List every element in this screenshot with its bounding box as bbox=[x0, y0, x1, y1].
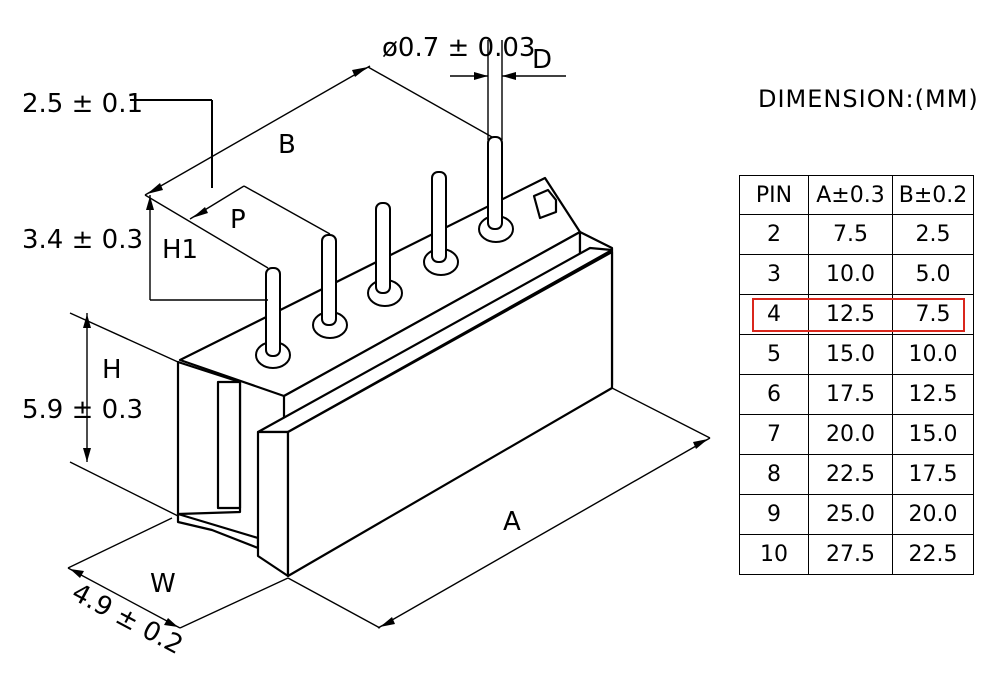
cell-b: 20.0 bbox=[892, 494, 974, 535]
cell-pin: 8 bbox=[739, 454, 809, 495]
cell-b: 15.0 bbox=[892, 414, 974, 455]
cell-b: 2.5 bbox=[892, 214, 974, 255]
cell-a: 20.0 bbox=[808, 414, 893, 455]
p-label: P bbox=[230, 205, 246, 235]
cell-pin: 5 bbox=[739, 334, 809, 375]
cell-pin: 3 bbox=[739, 254, 809, 295]
front-wall-face bbox=[256, 430, 290, 578]
cell-pin: 10 bbox=[739, 534, 809, 575]
cell-b: 7.5 bbox=[892, 294, 974, 335]
cell-b: 5.0 bbox=[892, 254, 974, 295]
cell-a: 7.5 bbox=[808, 214, 893, 255]
cell-b: 12.5 bbox=[892, 374, 974, 415]
table-header-row: PIN A±0.3 B±0.2 bbox=[739, 175, 974, 215]
pin bbox=[265, 267, 281, 357]
cell-a: 15.0 bbox=[808, 334, 893, 375]
cell-a: 17.5 bbox=[808, 374, 893, 415]
header-pin: PIN bbox=[739, 175, 809, 215]
cell-pin: 6 bbox=[739, 374, 809, 415]
dimension-lines bbox=[67, 40, 711, 629]
cell-b: 10.0 bbox=[892, 334, 974, 375]
h1-label: H1 bbox=[162, 235, 198, 265]
h1-tolerance-label: 3.4 ± 0.3 bbox=[22, 225, 143, 255]
back-step bbox=[532, 188, 558, 220]
pin-diameter-label: ø0.7 ± 0.03 bbox=[382, 33, 535, 63]
header-a: A±0.3 bbox=[808, 175, 893, 215]
h-label: H bbox=[102, 355, 122, 385]
housing-slot bbox=[216, 380, 242, 510]
pin bbox=[431, 171, 447, 263]
pin bbox=[375, 202, 391, 294]
w-label: W bbox=[150, 569, 176, 599]
table-title: DIMENSION:(MM) bbox=[758, 85, 979, 113]
h-tolerance-label: 5.9 ± 0.3 bbox=[22, 395, 143, 425]
cell-pin: 7 bbox=[739, 414, 809, 455]
cell-a: 12.5 bbox=[808, 294, 893, 335]
d-label: D bbox=[532, 45, 552, 75]
cell-a: 10.0 bbox=[808, 254, 893, 295]
cell-b: 17.5 bbox=[892, 454, 974, 495]
cell-a: 27.5 bbox=[808, 534, 893, 575]
header-b: B±0.2 bbox=[892, 175, 974, 215]
pins bbox=[255, 136, 514, 369]
pin bbox=[321, 234, 337, 326]
cell-a: 25.0 bbox=[808, 494, 893, 535]
housing-foot bbox=[176, 512, 260, 550]
cell-pin: 4 bbox=[739, 294, 809, 335]
pin bbox=[487, 136, 503, 230]
cell-pin: 2 bbox=[739, 214, 809, 255]
connector-body bbox=[176, 176, 614, 578]
b-label: B bbox=[278, 130, 296, 160]
cell-pin: 9 bbox=[739, 494, 809, 535]
cell-b: 22.5 bbox=[892, 534, 974, 575]
a-label: A bbox=[503, 507, 521, 537]
pitch-tolerance-label: 2.5 ± 0.1 bbox=[22, 89, 143, 119]
cell-a: 22.5 bbox=[808, 454, 893, 495]
